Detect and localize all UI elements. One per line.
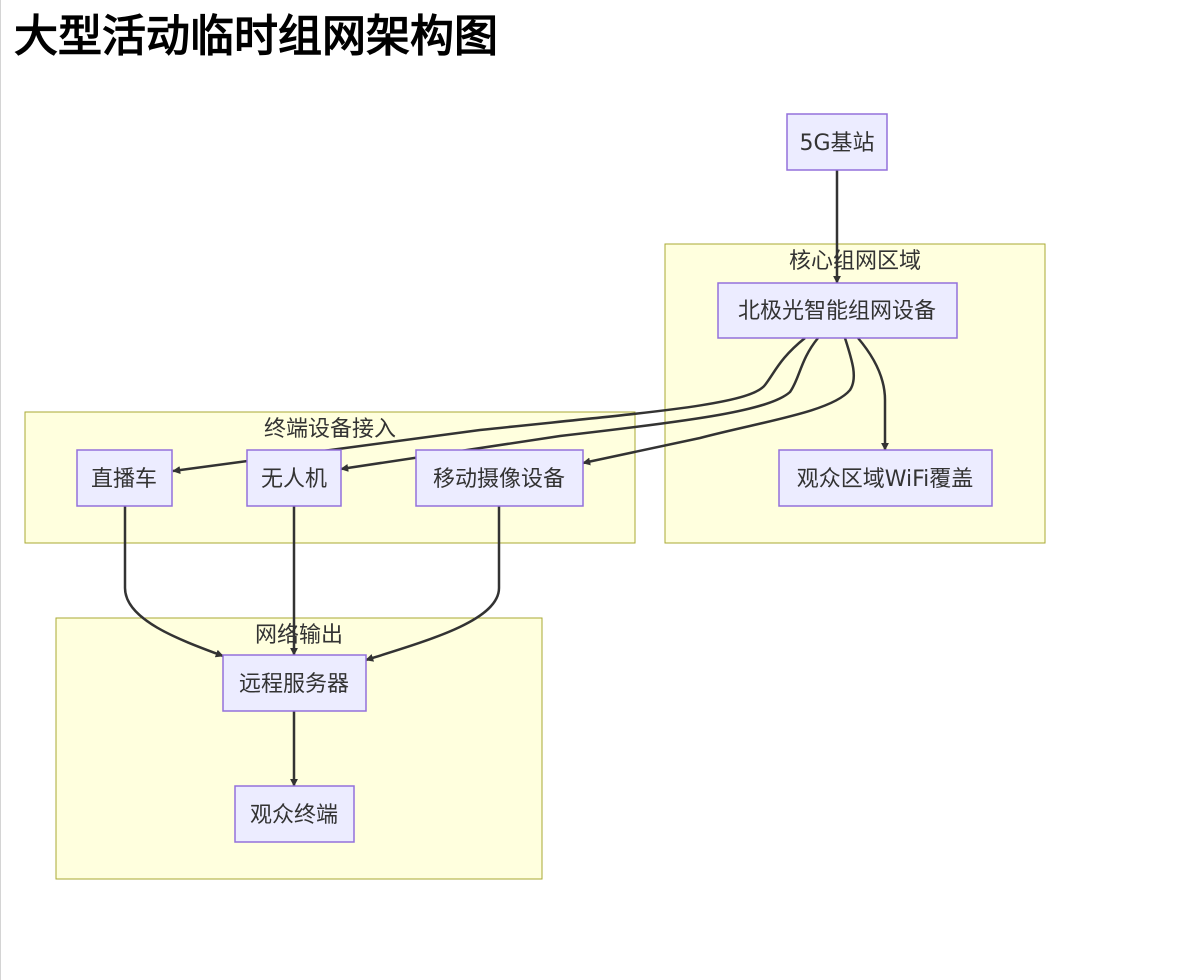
left-border	[0, 0, 1, 980]
edge-camera-to-server	[365, 506, 501, 662]
edge-broadcast-van-to-server	[123, 506, 224, 658]
node-server: 远程服务器	[222, 654, 367, 712]
node-audience-terminal: 观众终端	[234, 785, 355, 843]
node-drone-label: 无人机	[261, 467, 327, 492]
node-aurora-label: 北极光智能组网设备	[738, 299, 936, 324]
edge-aurora-to-wifi	[857, 337, 889, 451]
node-aurora: 北极光智能组网设备	[717, 282, 958, 339]
cluster-terminal-label: 终端设备接入	[264, 417, 396, 442]
cluster-output-label: 网络输出	[255, 623, 343, 648]
node-broadcast-van: 直播车	[76, 449, 173, 507]
edges	[123, 170, 889, 787]
node-wifi-label: 观众区域WiFi覆盖	[797, 467, 974, 492]
edge-aurora-to-broadcast-van	[172, 337, 806, 475]
node-base-station: 5G基站	[786, 113, 888, 171]
page-title: 大型活动临时组网架构图	[14, 11, 498, 62]
edge-aurora-to-camera	[582, 337, 856, 466]
node-audience-terminal-label: 观众终端	[250, 803, 338, 828]
node-broadcast-van-label: 直播车	[91, 467, 157, 492]
cluster-core-label: 核心组网区域	[789, 249, 921, 274]
node-camera-label: 移动摄像设备	[433, 467, 565, 492]
edge-aurora-to-drone	[340, 337, 819, 472]
node-server-label: 远程服务器	[239, 672, 349, 697]
node-base-station-label: 5G基站	[799, 131, 874, 156]
node-wifi: 观众区域WiFi覆盖	[778, 449, 993, 507]
node-camera: 移动摄像设备	[415, 449, 584, 507]
node-drone: 无人机	[246, 449, 342, 507]
